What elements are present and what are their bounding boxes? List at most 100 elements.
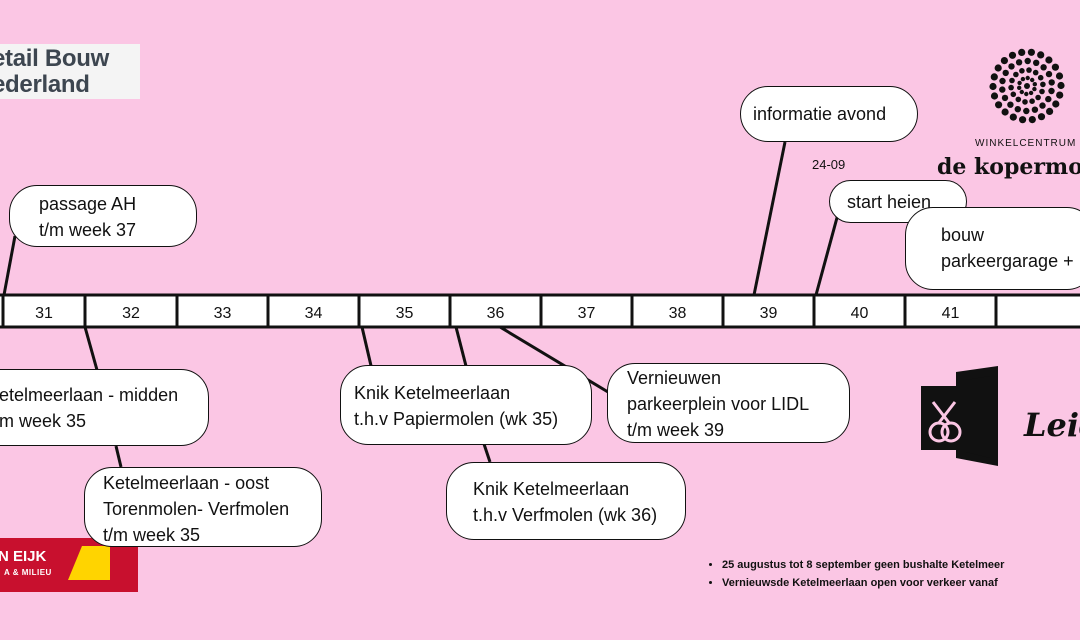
logo-dot: [1027, 48, 1035, 56]
logo-dot: [1048, 87, 1055, 95]
logo-dot: [1037, 51, 1045, 59]
logo-dot: [1024, 91, 1029, 97]
logo-dot: [1046, 107, 1054, 115]
connector-papiermolen: [360, 326, 374, 371]
bubble-line: t.h.v Papiermolen (wk 35): [354, 409, 559, 429]
logo-dot: [1045, 70, 1053, 78]
logo-dot: [1018, 48, 1026, 57]
bubble-line: informatie avond: [753, 104, 887, 124]
vaneijk-logo: N EIJK A & MILIEU: [0, 538, 138, 592]
week-label: 38: [669, 305, 687, 322]
logo-dot: [1022, 99, 1028, 105]
logo-dot: [1001, 108, 1009, 116]
bubble-info-avond: informatie avond: [740, 86, 918, 142]
logo-dot: [1048, 79, 1055, 86]
retailbouw-line2: ederland: [0, 71, 90, 98]
week-label: 31: [35, 305, 53, 322]
connector-midden: [83, 326, 99, 371]
bubble-line: bouw: [941, 225, 985, 245]
logo-dot: [1040, 81, 1046, 88]
logo-dot: [1015, 96, 1022, 103]
logo-dot: [1015, 59, 1023, 66]
logo-dot: [1028, 116, 1036, 124]
note-item: Vernieuwsde Ketelmeerlaan open voor verk…: [722, 574, 1004, 592]
connector-oost: [114, 445, 123, 468]
connector-info-avond: [752, 141, 787, 296]
bubble-knik-verfmolen: Knik Ketelmeerlaan t.h.v Verfmolen (wk 3…: [446, 462, 686, 540]
bubble-line: Vernieuwen: [627, 368, 722, 388]
kopermolen-label: WINKELCENTRUM: [975, 138, 1077, 149]
week-label: 40: [851, 305, 869, 322]
logo-dot: [1026, 67, 1032, 73]
bubble-vernieuwen-parkeerplein: Vernieuwen parkeerplein voor LIDL t/m we…: [607, 363, 850, 443]
logo-dot: [1020, 76, 1026, 82]
logo-dot: [1023, 107, 1030, 115]
retailbouw-line1: etail Bouw: [0, 45, 110, 72]
week-label: 39: [760, 305, 778, 322]
bubble-ketelmeerlaan-midden: etelmeerlaan - midden m week 35: [0, 369, 209, 446]
vaneijk-shape-icon: [68, 546, 82, 580]
logo-dot: [1051, 63, 1059, 71]
logo-dot: [1029, 98, 1035, 104]
retailbouw-logo: etail Bouw ederland: [0, 44, 140, 99]
week-dividers: [1, 295, 998, 327]
bubble-line: parkeergarage +: [941, 251, 1074, 271]
logo-dot: [1025, 75, 1030, 81]
bubble-ketelmeerlaan-oost: Ketelmeerlaan - oost Torenmolen- Verfmol…: [84, 467, 322, 547]
bubble-line: etelmeerlaan - midden: [0, 385, 179, 405]
logo-dot: [1001, 94, 1009, 102]
week-label: 32: [122, 305, 140, 322]
logo-dot: [995, 101, 1003, 109]
logo-dot: [1008, 63, 1015, 70]
bubble-line: Knik Ketelmeerlaan: [354, 383, 511, 403]
logo-dot: [1035, 94, 1041, 101]
week-label: 35: [396, 305, 414, 322]
logo-dot: [1045, 95, 1052, 103]
logo-dot: [1032, 82, 1038, 87]
logo-dot: [1019, 116, 1027, 124]
bubble-line: Ketelmeerlaan - oost: [103, 473, 270, 493]
bubble-line: m week 35: [0, 411, 87, 431]
logo-dot: [1019, 68, 1025, 74]
logo-dot: [1045, 56, 1053, 64]
date-24-09: 24-09: [812, 157, 846, 172]
bubble-passage-ah: passage AH t/m week 37: [9, 185, 197, 247]
week-label: 34: [305, 305, 323, 322]
bubble-line: t.h.v Verfmolen (wk 36): [473, 505, 658, 525]
logo-dot: [1030, 77, 1035, 83]
connector-verfmolen-top: [454, 326, 468, 367]
kopermolen-name: de kopermo: [937, 154, 1080, 180]
notes-list: 25 augustus tot 8 september geen bushalt…: [706, 556, 1004, 592]
logo-dot: [1037, 74, 1044, 81]
bubble-bouw-parkeergarage: bouw parkeergarage +: [905, 207, 1080, 290]
logo-dot: [1057, 81, 1065, 90]
logo-dot: [989, 82, 997, 91]
week-label: 33: [214, 305, 232, 322]
logo-dot: [1052, 100, 1060, 108]
logo-dot: [999, 77, 1006, 85]
week-label: 41: [942, 305, 960, 322]
logo-dot: [1056, 91, 1064, 99]
logo-dot: [1039, 102, 1046, 109]
bubble-line: t/m week 37: [39, 220, 137, 240]
bubble-line: start heien: [847, 192, 932, 212]
logo-dot: [999, 86, 1006, 93]
connector-start-heien: [814, 213, 840, 296]
vaneijk-name: N EIJK: [0, 548, 47, 565]
logo-dot: [1055, 72, 1064, 80]
connector-passage-ah: [2, 235, 17, 296]
logo-dot: [1002, 69, 1009, 77]
logo-dot: [1008, 84, 1014, 91]
bubble-line: Torenmolen- Verfmolen: [103, 499, 290, 519]
kopermolen-logo-icon: [989, 48, 1065, 124]
logo-dot: [1014, 106, 1021, 113]
logo-dot: [1039, 88, 1045, 95]
logo-dot: [1007, 101, 1014, 108]
connector-parkeerplein: [499, 325, 609, 394]
bubble-line: Knik Ketelmeerlaan: [473, 479, 630, 499]
logo-dot: [1009, 113, 1017, 121]
logo-dot: [1024, 57, 1031, 65]
leiden-word: Leid: [1024, 406, 1080, 444]
